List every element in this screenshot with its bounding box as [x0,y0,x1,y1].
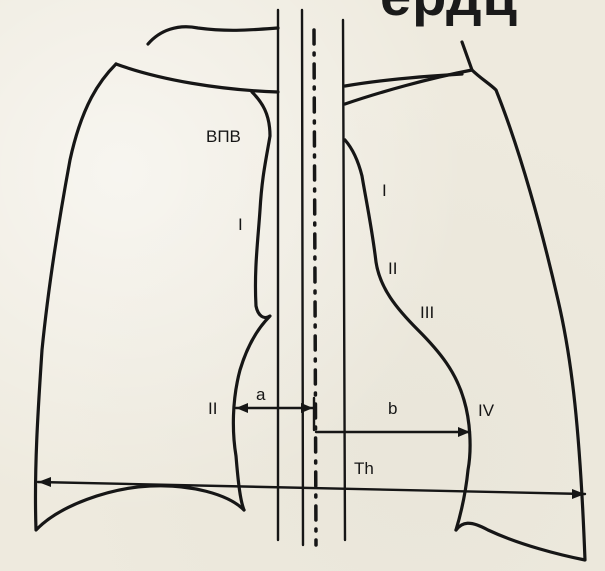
left-clavicle-lower-outline [116,64,278,92]
label-right-arc-3: III [420,303,434,322]
label-right-arc-2: II [388,259,397,278]
right-clavicle-lower-outline [345,74,462,86]
thoracic-width-line [38,482,585,494]
right-lung-outline [456,70,585,560]
label-vpv: ВПВ [206,127,241,146]
label-left-arc-2: II [208,399,217,418]
label-left-arc-1: I [238,215,243,234]
distance-a-left-arrowhead [236,403,248,413]
midline [314,30,316,545]
thoracic-width-left-arrowhead [38,477,51,487]
spine-inner-line [302,10,303,545]
left-clavicle-outline [148,27,278,44]
label-right-arc-4: IV [478,401,495,420]
distance-a-right-arrowhead [301,403,313,413]
label-distance-b: b [388,399,397,418]
label-right-arc-1: I [382,181,387,200]
label-distance-a: a [256,385,266,404]
label-thoracic-width: Th [354,459,374,478]
spine-right-line [343,20,345,540]
heart-left-contour [233,92,270,510]
